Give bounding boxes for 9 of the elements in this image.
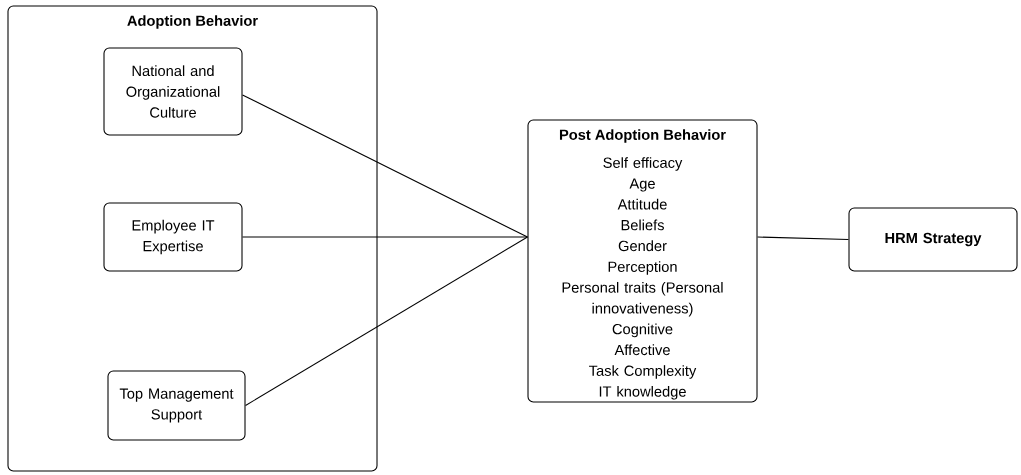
factor-box: Top Management Support <box>107 370 246 441</box>
connector-line <box>242 236 528 238</box>
connector-line <box>242 94 528 238</box>
connector-line <box>757 236 849 241</box>
strategy-box: HRM Strategy <box>848 207 1018 272</box>
connector-line <box>245 236 528 407</box>
factor-box: National and Organizational Culture <box>103 47 243 136</box>
factor-box: Employee IT Expertise <box>103 202 243 272</box>
factor-list-box: Post Adoption Behavior Self efficacy Age Attitude Beliefs Gender Perception Personal traits (Personal innovativeness) Cognitive Affective Task Complexity IT knowledge <box>527 119 758 403</box>
